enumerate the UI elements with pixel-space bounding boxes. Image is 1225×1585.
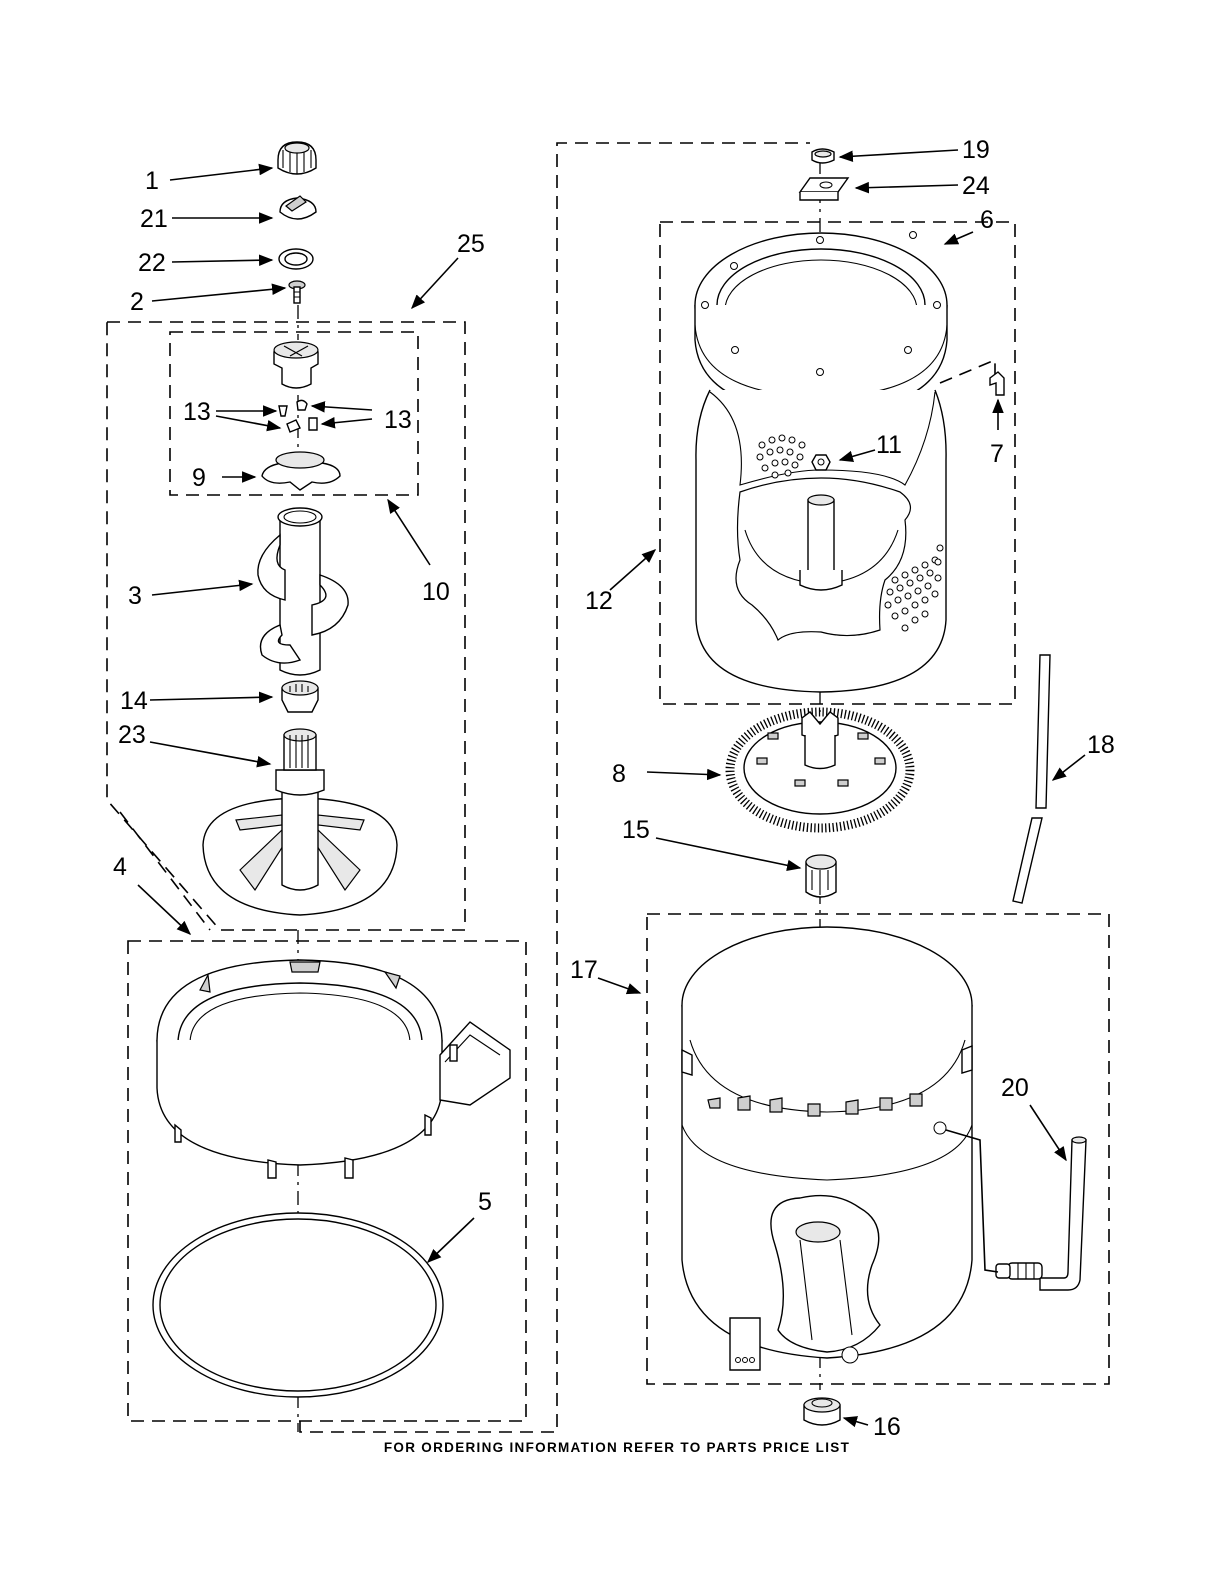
callout-16: 16	[873, 1413, 901, 1441]
part-24-bracket	[800, 178, 848, 200]
callout-12: 12	[585, 587, 613, 615]
callout-1: 1	[145, 167, 159, 195]
callout-17: 17	[570, 956, 598, 984]
callout-11: 11	[876, 431, 902, 459]
part-19-clip	[812, 149, 834, 163]
part-5-belt	[153, 1213, 443, 1397]
part-12-basket	[696, 390, 946, 692]
callout-5: 5	[478, 1188, 492, 1216]
part-18-hose	[1013, 655, 1050, 903]
callout-10: 10	[422, 578, 450, 606]
callout-23: 23	[118, 721, 146, 749]
callout-4: 4	[113, 853, 127, 881]
part-21-cap-insert	[280, 196, 316, 219]
part-10-cam	[274, 342, 318, 388]
part-6-balance-ring	[695, 232, 947, 413]
part-7-clip	[990, 372, 1004, 395]
part-4-tub-ring	[157, 960, 510, 1178]
callout-25: 25	[457, 230, 485, 258]
callout-18: 18	[1087, 731, 1115, 759]
part-9-driver	[262, 452, 340, 490]
callout-6: 6	[980, 206, 994, 234]
callout-20: 20	[1001, 1074, 1029, 1102]
bracket-line-7	[940, 360, 995, 383]
callout-13-left: 13	[183, 398, 211, 426]
callout-7: 7	[990, 440, 1004, 468]
part-14-bearing	[282, 681, 318, 712]
callout-9: 9	[192, 464, 206, 492]
callout-3: 3	[128, 582, 142, 610]
part-22-ring	[279, 249, 313, 269]
part-16-plug	[804, 1398, 840, 1425]
callout-15: 15	[622, 816, 650, 844]
callout-24: 24	[962, 172, 990, 200]
callout-19: 19	[962, 136, 990, 164]
callout-8: 8	[612, 760, 626, 788]
part-2-screw	[289, 281, 305, 303]
part-11-nut	[812, 455, 830, 470]
callout-22: 22	[138, 249, 166, 277]
callout-21: 21	[140, 205, 168, 233]
part-8-brake-assembly	[730, 712, 910, 828]
callout-13-right: 13	[384, 406, 412, 434]
callout-2: 2	[130, 288, 144, 316]
part-17-outer-tub	[682, 927, 972, 1370]
callout-14: 14	[120, 687, 148, 715]
ordering-info-footer: FOR ORDERING INFORMATION REFER TO PARTS …	[384, 1440, 850, 1455]
part-15-coupling	[806, 855, 836, 897]
part-3-auger	[258, 508, 348, 675]
part-1-cap	[278, 142, 316, 174]
